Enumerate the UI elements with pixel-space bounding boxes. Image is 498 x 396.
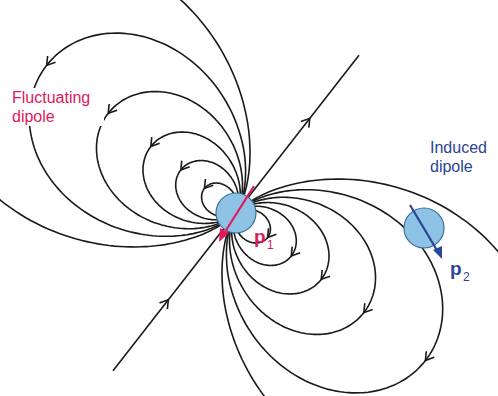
dipole-arrow [223,186,254,235]
field-arrow [321,270,330,279]
field-arrow [364,303,373,312]
dipole-subscript: 1 [265,238,276,252]
field-line [29,33,245,236]
dipole-symbol: p [252,226,268,249]
field-arrow [291,247,300,256]
induced-arrow [410,205,438,252]
field-arrow [301,118,310,127]
field-arrow [108,104,117,113]
field-arrow [268,228,277,237]
axis-field-line [113,55,359,371]
dipole-symbol: p [448,258,464,281]
field-line [0,0,250,247]
field-arrow [181,161,190,170]
field-arrow [47,56,56,65]
induced-caption: Induced dipole [428,138,494,176]
dipole-arrowhead [219,228,229,242]
field-arrow [425,351,434,360]
field-arrow [204,179,213,188]
dipole-subscript: 2 [461,270,472,284]
field-arrow [151,137,160,146]
field-arrow [159,300,168,309]
field-line [222,179,498,396]
dipole-caption: Fluctuating dipole [10,88,104,126]
induced-arrowhead [433,246,442,259]
